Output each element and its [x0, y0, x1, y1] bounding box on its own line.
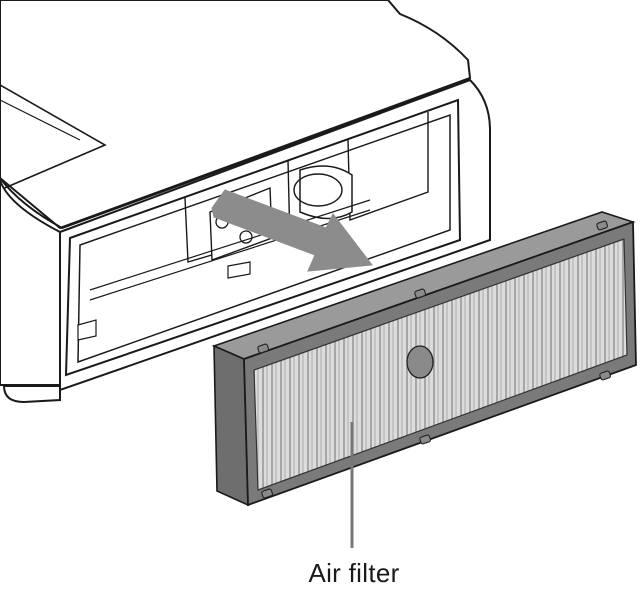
- air-filter-tab: [406, 345, 434, 379]
- air-filter-end-left: [213, 344, 249, 507]
- projector-foot: [2, 385, 61, 404]
- fan-housing: [299, 165, 353, 220]
- air-filter-label: Air filter: [308, 558, 400, 588]
- projector-top-surface: [0, 0, 472, 230]
- projector-top-edge: [0, 79, 471, 230]
- air-filter: [211, 211, 637, 507]
- removal-arrow-icon: [211, 189, 373, 272]
- air-filter-mesh: [253, 238, 628, 491]
- projector-top-recess: [0, 84, 107, 191]
- air-filter-clips: [257, 220, 612, 499]
